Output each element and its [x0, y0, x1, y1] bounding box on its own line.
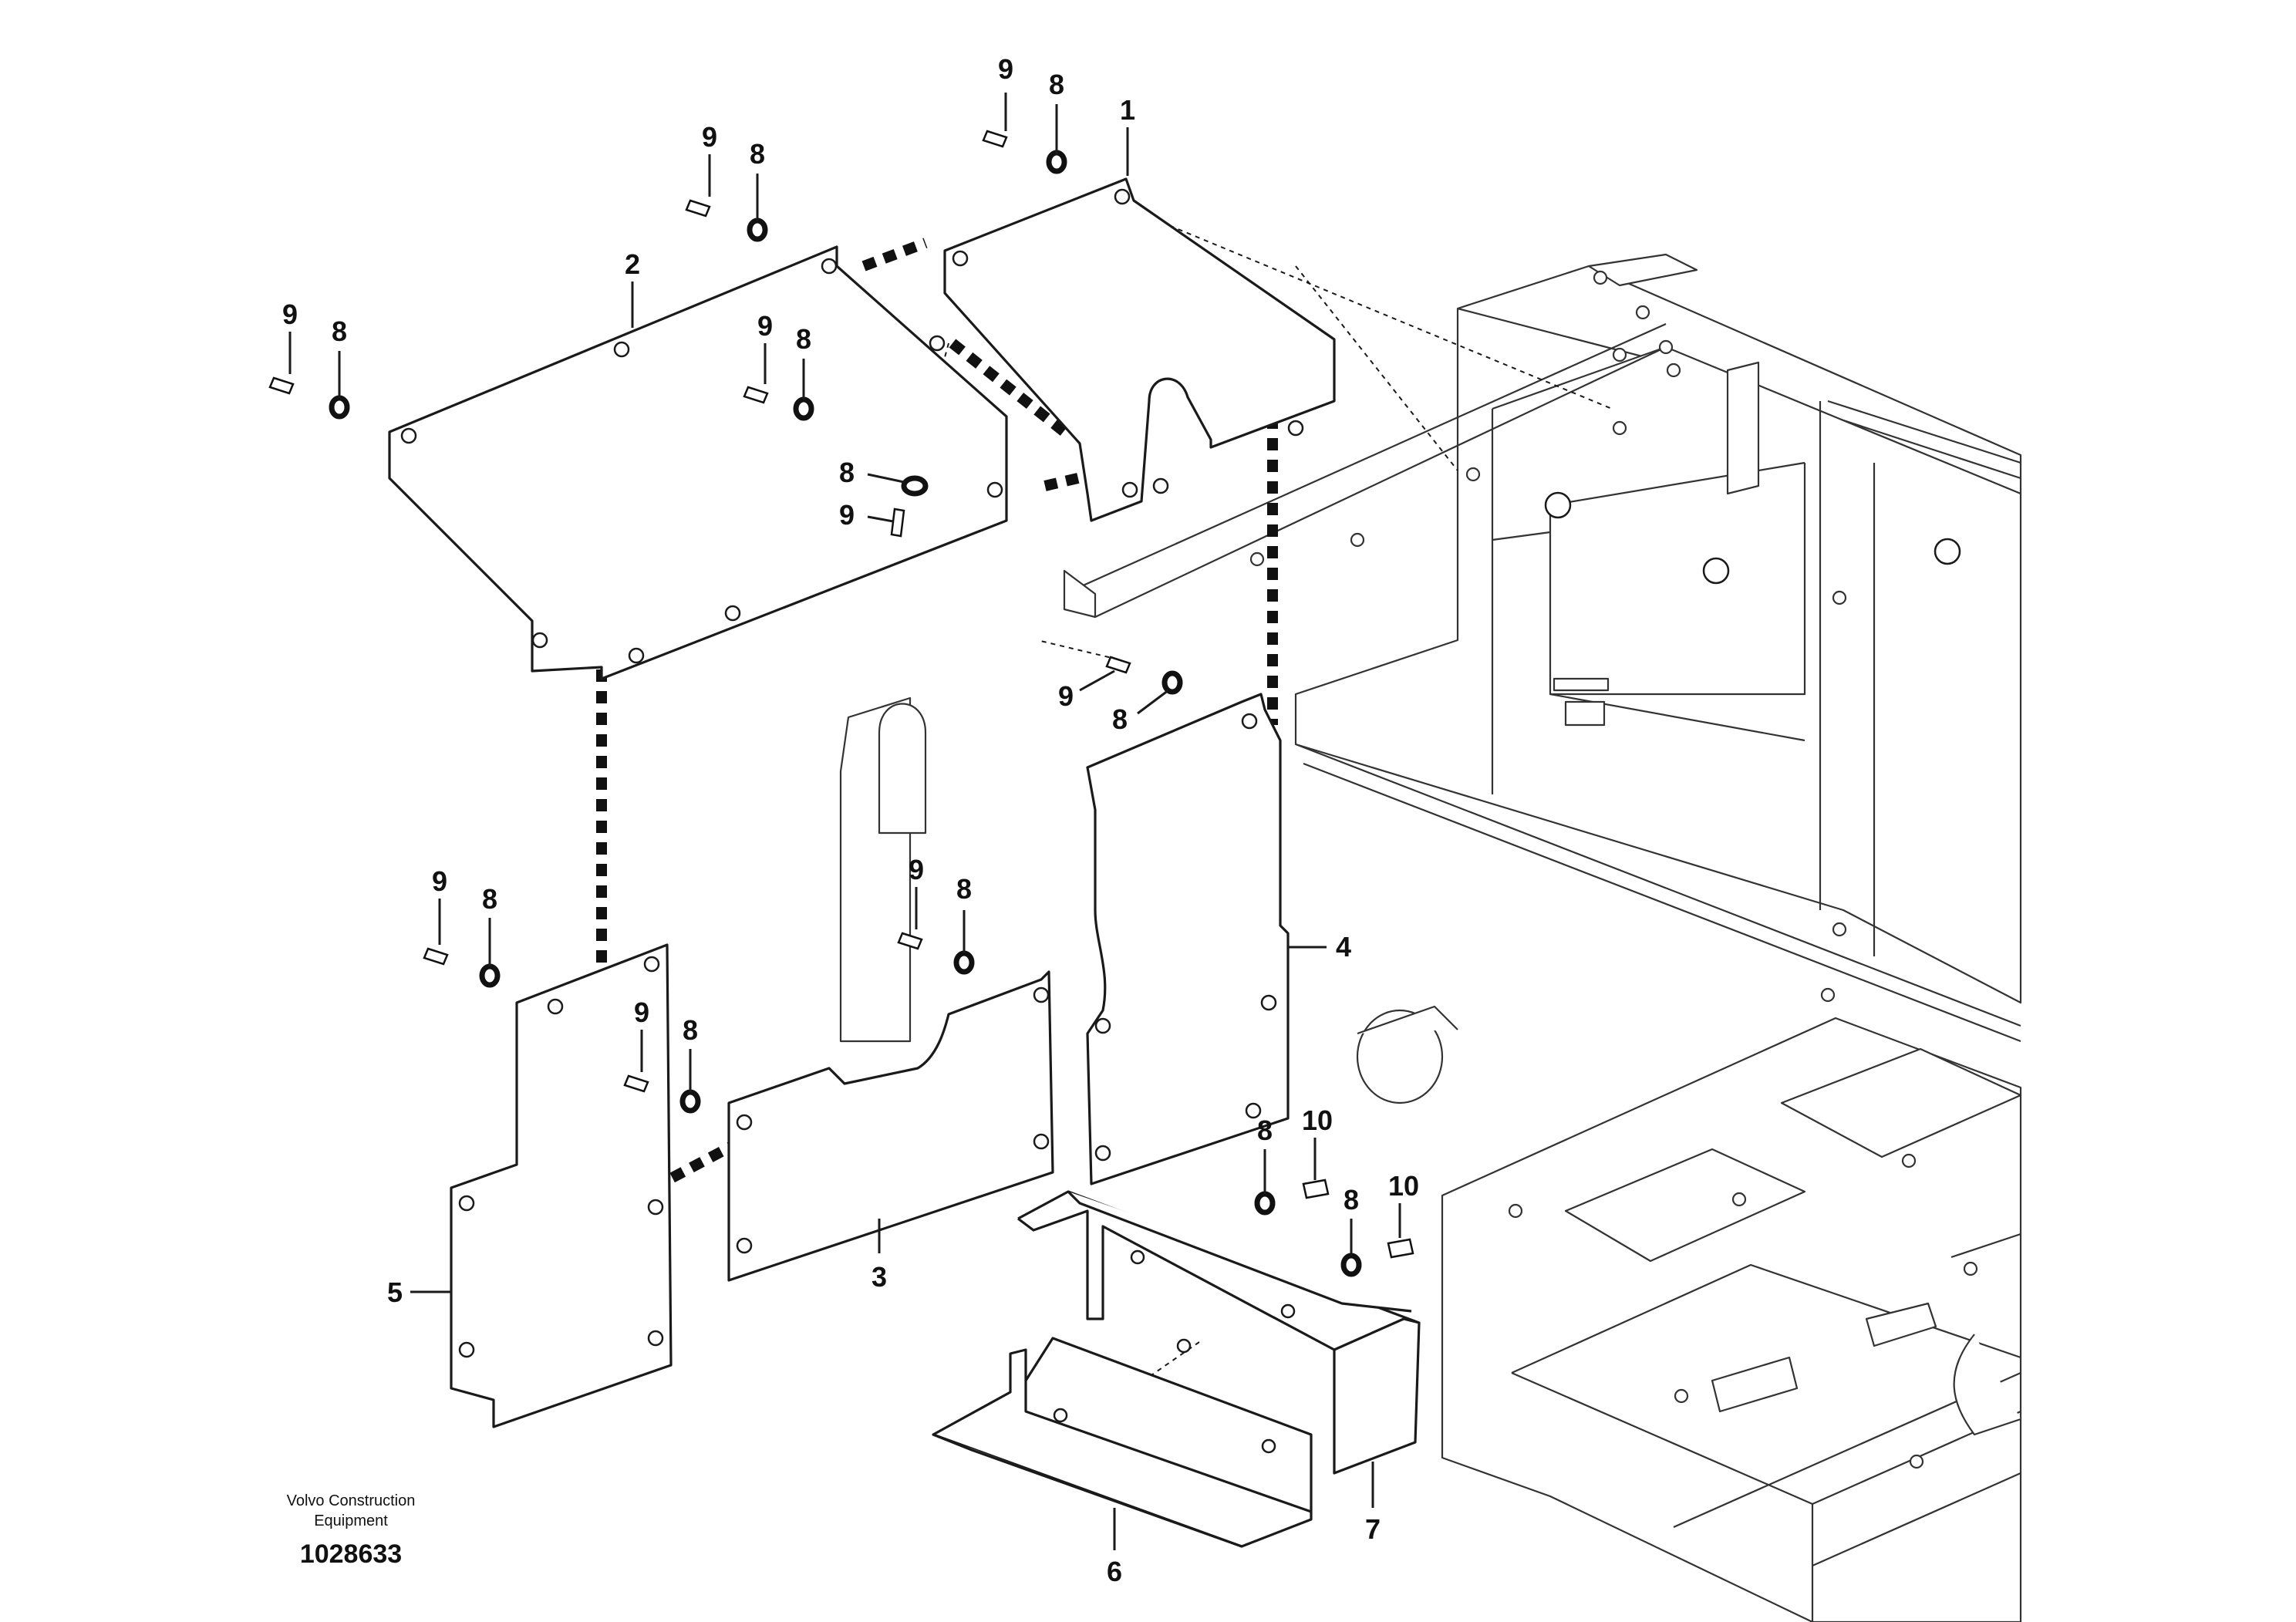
washer-icon	[679, 1089, 701, 1114]
part-2-cover-plate	[388, 245, 1008, 680]
leader-lines	[288, 93, 1401, 1550]
screw-icon	[685, 199, 711, 218]
callout-screw: 9	[998, 53, 1013, 85]
callout-screw: 9	[757, 310, 773, 342]
callout-screw: 9	[702, 121, 717, 153]
company-name: Volvo Construction	[287, 1492, 416, 1509]
washer-icon	[793, 396, 814, 421]
drawing-footer: Volvo Construction Equipment 1028633	[287, 1492, 416, 1569]
part-6-tray	[932, 1337, 1313, 1548]
part-4-side-panel	[1086, 693, 1290, 1185]
callout-screw: 9	[909, 854, 924, 885]
callout-part-4: 4	[1336, 931, 1351, 963]
machine-floor	[1356, 987, 2022, 1622]
screw-icon	[897, 932, 923, 950]
screw-icon	[1105, 656, 1131, 674]
screw-icon	[268, 376, 295, 395]
company-name-line2: Equipment	[314, 1512, 388, 1529]
callout-washer: 8	[1344, 1184, 1359, 1216]
callout-screw: 9	[432, 865, 447, 897]
bolt-icon	[1387, 1238, 1414, 1259]
callout-washer: 8	[796, 323, 811, 355]
screw-icon	[623, 1074, 649, 1093]
callout-bolt: 10	[1302, 1104, 1333, 1136]
washer-icon	[953, 950, 975, 975]
washer-icon	[329, 395, 350, 420]
callout-part-6: 6	[1107, 1556, 1122, 1587]
part-5-side-panel	[450, 943, 673, 1428]
callout-screw: 9	[1058, 680, 1074, 712]
vertical-post	[839, 696, 927, 1043]
callout-part-7: 7	[1365, 1513, 1381, 1545]
callout-washer: 8	[332, 315, 347, 347]
document-number: 1028633	[300, 1539, 402, 1569]
screw-icon	[890, 508, 905, 538]
part-1-bracket	[943, 177, 1336, 522]
callout-labels: 1 2 3 4 5 6 7 9 8 9 8 9 8 9 8 8 9 9 8 9 …	[282, 53, 1419, 1587]
callout-washer: 8	[1112, 703, 1128, 735]
washer-icon	[901, 475, 929, 497]
washer-icon	[1254, 1191, 1276, 1216]
washer-icon	[1161, 670, 1183, 695]
washer-icon	[747, 218, 768, 242]
screw-icon	[982, 130, 1008, 148]
callout-screw: 9	[839, 499, 855, 531]
callout-screw: 9	[282, 298, 298, 330]
callout-washer: 8	[750, 138, 765, 170]
callout-screw: 9	[634, 996, 649, 1028]
screw-icon	[423, 947, 449, 966]
callout-washer: 8	[683, 1014, 698, 1046]
part-3-access-panel	[727, 970, 1054, 1282]
callout-part-1: 1	[1120, 94, 1135, 126]
bolt-icon	[1302, 1179, 1330, 1199]
callout-washer: 8	[956, 873, 972, 905]
callout-washer: 8	[1049, 69, 1064, 100]
callout-washer: 8	[1257, 1114, 1273, 1146]
callout-part-2: 2	[625, 248, 640, 280]
machine-frame	[1063, 253, 2022, 1043]
washer-icon	[1340, 1253, 1362, 1277]
part-7-channel-cover	[1017, 1190, 1421, 1475]
callout-bolt: 10	[1388, 1170, 1419, 1202]
callout-part-5: 5	[387, 1276, 403, 1308]
callout-part-3: 3	[872, 1261, 887, 1293]
callout-washer: 8	[482, 883, 497, 915]
callout-washer: 8	[839, 457, 855, 488]
washer-icon	[479, 963, 501, 988]
washer-icon	[1046, 150, 1067, 174]
screw-icon	[743, 386, 769, 404]
